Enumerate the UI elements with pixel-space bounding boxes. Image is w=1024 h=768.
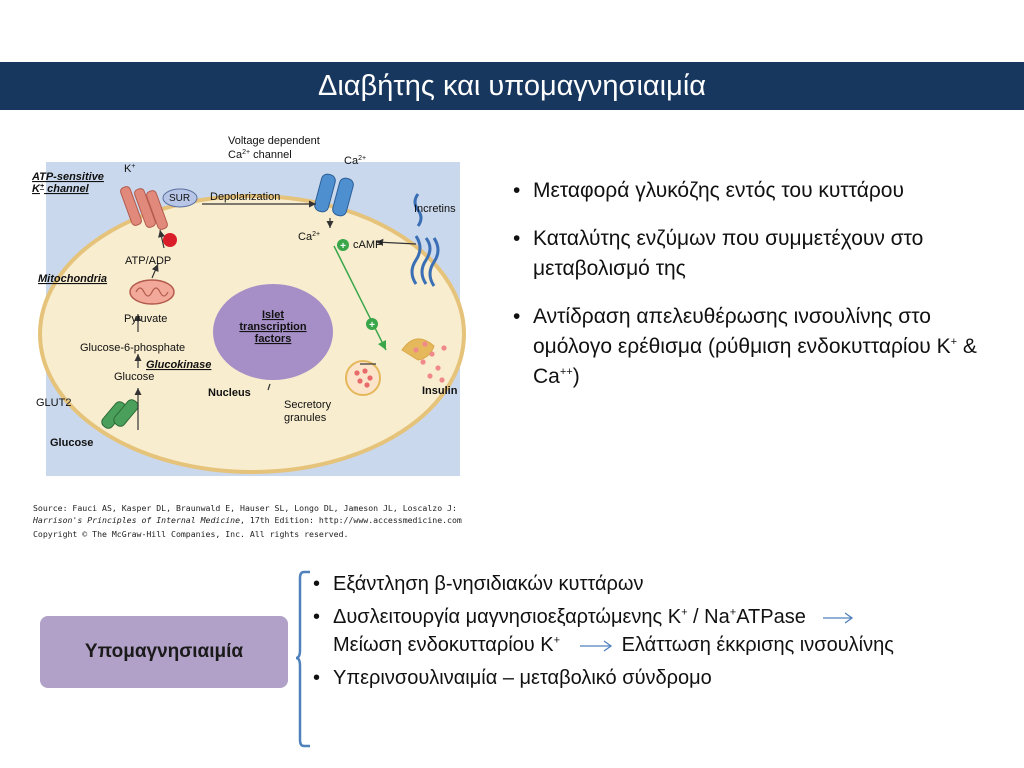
label-sur: SUR <box>169 193 190 204</box>
label-glucose-inner: Glucose <box>114 371 154 383</box>
label-atp-sensitive: ATP-sensitive <box>31 171 104 183</box>
beta-cell-diagram: + + ATP-sensitive K+ channel K+ SUR Depo… <box>31 135 466 476</box>
label-granules: granules <box>284 412 327 424</box>
secretory-granule-shape <box>345 360 381 396</box>
label-camp: cAMP <box>353 239 382 251</box>
label-g6p: Glucose-6-phosphate <box>80 342 185 354</box>
label-k-channel: K+ channel <box>32 183 90 195</box>
caption-line-3: Copyright © The McGraw-Hill Companies, I… <box>33 529 349 539</box>
right-arrow-icon-2 <box>579 640 612 652</box>
green-arrow <box>333 245 387 351</box>
label-incretins: Incretins <box>414 203 456 215</box>
label-nucleus: Nucleus <box>208 387 251 399</box>
label-depolarization: Depolarization <box>210 191 280 203</box>
bullet-hyperinsulinemia: Υπερινσουλιναιμία – μεταβολικό σύνδρομο <box>313 664 1003 692</box>
label-atp-adp: ATP/ADP <box>125 255 171 267</box>
ca-channel-shape <box>314 173 354 217</box>
bullet-atpase-dysfunction: Δυσλειτουργία μαγνησιοεξαρτώμενης K+ / N… <box>313 603 1003 659</box>
right-arrow-icon <box>823 612 854 624</box>
red-dot <box>163 233 177 247</box>
bullet-glucose-transport: Μεταφορά γλυκόζης εντός του κυττάρου <box>513 176 993 206</box>
svg-text:+: + <box>340 241 346 252</box>
label-insulin: Insulin <box>422 385 458 397</box>
label-ca-inner: Ca2+ <box>298 231 320 243</box>
label-glucose-outer: Glucose <box>50 437 93 449</box>
title-bar: Διαβήτης και υπομαγνησιαιμία <box>0 62 1024 110</box>
plus-badge-2 <box>366 318 378 330</box>
bullet-beta-exhaustion: Εξάντληση β-νησιδιακών κυττάρων <box>313 570 1003 598</box>
caption-line-1: Source: Fauci AS, Kasper DL, Braunwald E… <box>33 503 457 513</box>
caption-line-2: Harrison's Principles of Internal Medici… <box>33 514 462 525</box>
bracket-brace <box>296 570 310 748</box>
incretin-receptor-shape <box>410 193 440 287</box>
label-ca-channel: Ca2+ channel <box>228 149 292 161</box>
label-ca-top: Ca2+ <box>344 155 366 167</box>
label-glucokinase: Glucokinase <box>146 359 211 371</box>
plus-badge-1 <box>337 239 349 251</box>
svg-text:+: + <box>369 320 375 331</box>
label-voltage-dependent: Voltage dependent <box>228 135 320 147</box>
hypomagnesemia-box: Υπομαγνησιαιμία <box>40 616 288 688</box>
label-factors: factors <box>255 333 292 345</box>
label-secretory: Secretory <box>284 399 332 411</box>
hypomagnesemia-label: Υπομαγνησιαιμία <box>84 641 244 662</box>
glut2-shape <box>101 399 139 429</box>
bullet-enzyme-catalyst: Καταλύτης ενζύμων που συμμετέχουν στο με… <box>513 224 993 284</box>
label-k-plus: K+ <box>124 163 135 175</box>
label-transcription: transcription <box>239 321 307 333</box>
figure-source-caption: Source: Fauci AS, Kasper DL, Braunwald E… <box>33 503 485 541</box>
slide-title: Διαβήτης και υπομαγνησιαιμία <box>317 69 707 102</box>
bottom-bullet-list: Εξάντληση β-νησιδιακών κυττάρων Δυσλειτο… <box>313 570 1003 697</box>
bullet-insulin-release: Αντίδραση απελευθέρωσης ινσουλίνης στο ο… <box>513 302 993 392</box>
nucleus-shape <box>213 284 333 380</box>
katp-channel-shape <box>120 186 168 230</box>
label-pyruvate: Pyruvate <box>124 313 167 325</box>
sur-shape <box>162 188 198 208</box>
label-glut2: GLUT2 <box>36 397 71 409</box>
right-bullet-list: Μεταφορά γλυκόζης εντός του κυττάρου Κατ… <box>513 176 993 410</box>
label-mitochondria: Mitochondria <box>38 273 107 285</box>
label-islet: Islet <box>262 309 284 321</box>
